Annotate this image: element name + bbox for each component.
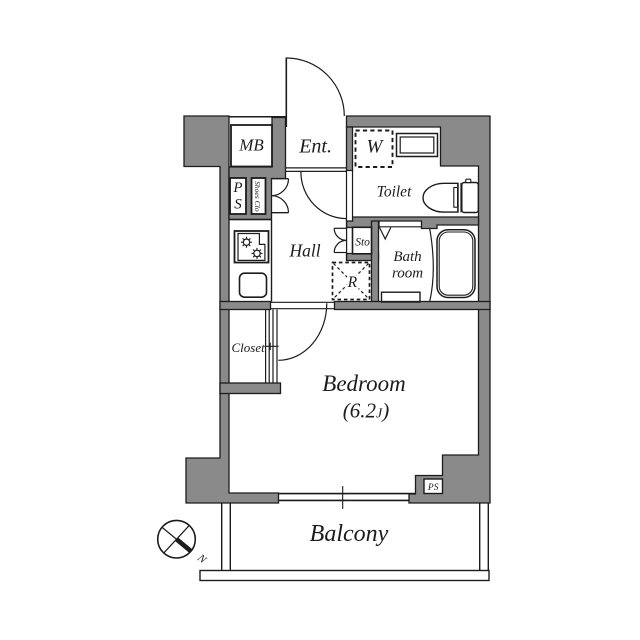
bedroom-size-unit: J — [376, 407, 383, 422]
label-closet: Closet — [232, 340, 266, 355]
label-shoes-clo: Shoes Clo — [253, 181, 262, 212]
bedroom-size-suffix: ) — [381, 399, 389, 423]
balcony-structure — [199, 503, 490, 582]
balcony-edge-slab — [199, 569, 490, 582]
stove-burner-1 — [241, 236, 252, 248]
toilet-icon — [422, 178, 479, 214]
closet-label-leader — [264, 342, 279, 350]
wash-basin — [395, 132, 439, 158]
label-ps-upper-s: S — [234, 197, 242, 213]
room-labels: MB Ent. W Toilet P S Shoes Clo Hall Sto … — [232, 135, 439, 547]
toilet-tank — [461, 181, 479, 214]
kitchen-sink — [238, 272, 268, 299]
entrance-door-swing-arc — [286, 57, 345, 117]
label-bathroom-2: room — [392, 266, 423, 282]
wall-toilet-west — [345, 126, 354, 173]
label-ps-upper-p: P — [232, 180, 242, 196]
label-sto: Sto — [355, 237, 370, 249]
stove-top-inner — [237, 232, 266, 261]
label-ps-lower: PS — [427, 483, 439, 493]
label-balcony: Balcony — [310, 521, 389, 547]
bathroom-floor-curve — [429, 227, 434, 303]
wall-bathroom-west — [370, 220, 380, 303]
toilet-room — [354, 129, 479, 214]
bathroom-fixtures — [378, 226, 476, 303]
toilet-door-leaf — [345, 169, 354, 222]
bedroom-door-swing-arc — [278, 303, 328, 361]
compass-north-needle — [175, 537, 193, 553]
bathtub — [436, 228, 476, 299]
bedroom-size-prefix: (6.2 — [343, 399, 377, 423]
label-bathroom-1: Bath — [393, 249, 421, 265]
toilet-flush-button — [465, 178, 472, 184]
stove-outline — [233, 230, 270, 264]
toilet-door — [300, 169, 354, 222]
compass-circle — [156, 519, 197, 559]
label-hall: Hall — [288, 240, 320, 260]
label-ent: Ent. — [298, 136, 332, 158]
wall-left-outer — [183, 115, 280, 504]
toilet-bowl — [422, 182, 459, 213]
label-bedroom-size: (6.2J) — [343, 399, 389, 423]
entrance-door — [285, 57, 345, 127]
label-bedroom: Bedroom — [322, 371, 405, 396]
kitchen — [229, 218, 273, 302]
wall-right-outer — [345, 115, 491, 504]
label-mb: MB — [238, 135, 264, 154]
toilet-seat-detail — [453, 186, 459, 208]
label-toilet: Toilet — [377, 183, 412, 200]
meter-box — [230, 124, 273, 168]
shoe-closet-box — [250, 177, 267, 215]
bedroom-window — [278, 486, 416, 509]
pipe-space-lower-box — [423, 478, 444, 495]
bathroom-counter — [380, 291, 421, 303]
storage-doors — [333, 227, 347, 254]
wall-bedroom-top-left — [219, 300, 272, 311]
window-center-marks — [335, 486, 349, 509]
pipe-space-upper-box — [229, 177, 247, 215]
shoe-closet-doors — [271, 178, 290, 214]
storage-box — [351, 226, 373, 255]
bathroom-folding-door-mark — [378, 227, 392, 241]
washer-space-box — [354, 129, 394, 168]
toilet-door-swing-arc — [300, 171, 347, 220]
label-w: W — [366, 137, 384, 158]
bedroom-doorway-threshold — [270, 301, 335, 310]
wall-closet-bottom — [219, 382, 282, 395]
storage-unit — [333, 226, 373, 255]
label-r: R — [347, 274, 358, 291]
refrigerator-space — [331, 261, 371, 301]
entrance-step — [285, 167, 347, 173]
wall-bedroom-top-right — [333, 300, 491, 311]
stove-burner-2 — [251, 247, 263, 259]
